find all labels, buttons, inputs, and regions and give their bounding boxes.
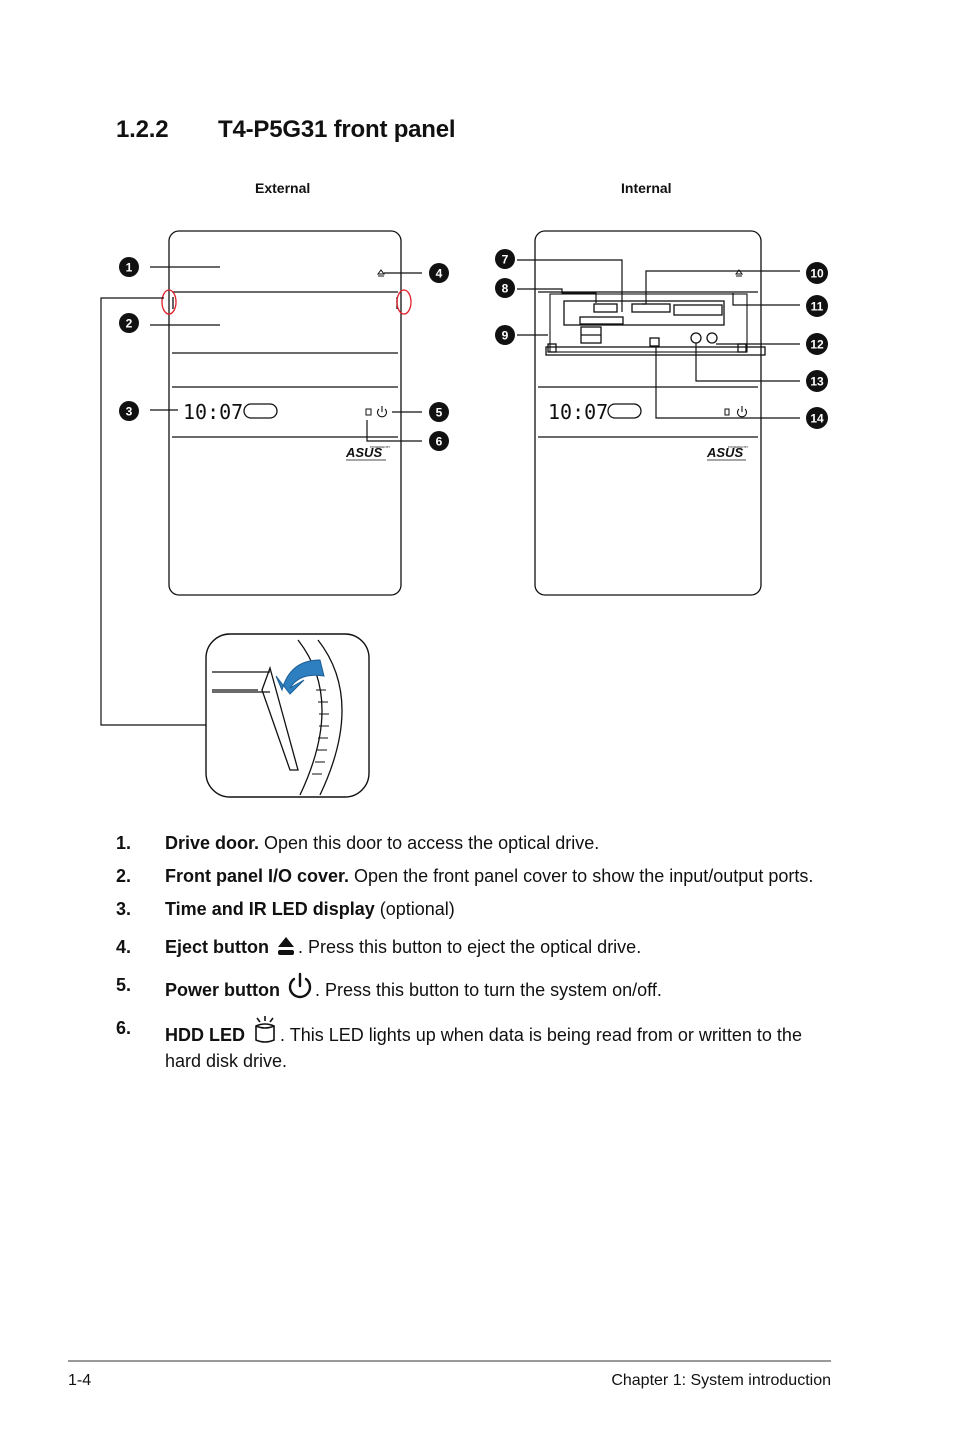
- external-chassis: ASUS POWERED BY: [161, 230, 412, 596]
- callout-3: 3: [119, 401, 139, 421]
- svg-text:2: 2: [126, 317, 133, 331]
- power-icon: [288, 972, 312, 999]
- callout-4: 4: [429, 263, 449, 283]
- svg-text:POWERED BY: POWERED BY: [370, 445, 390, 449]
- eject-icon: [278, 937, 295, 955]
- power-icon: [376, 406, 388, 418]
- door-release-left-marker: [161, 289, 177, 315]
- feature-list: 1. Drive door. Open this door to access …: [116, 830, 836, 1081]
- svg-text:12: 12: [810, 338, 824, 352]
- front-panel-diagram: ASUS POWERED BY 10:07: [100, 230, 828, 798]
- callout-1: 1: [119, 257, 139, 277]
- section-title: T4-P5G31 front panel: [218, 116, 456, 143]
- eject-icon: [377, 269, 385, 277]
- svg-text:10: 10: [810, 267, 824, 281]
- callout-6: 6: [429, 431, 449, 451]
- svg-text:6: 6: [436, 435, 443, 449]
- open-direction-arrow: [275, 659, 325, 695]
- footer-divider: [68, 1360, 831, 1362]
- svg-text:9: 9: [502, 329, 509, 343]
- callout-8: 8: [495, 278, 515, 298]
- list-item: 4. Eject button . Press this button to e…: [116, 937, 642, 957]
- svg-text:13: 13: [810, 375, 824, 389]
- callout-5: 5: [429, 402, 449, 422]
- internal-chassis: ASUS POWERED BY: [534, 230, 766, 596]
- callout-14: 14: [806, 407, 828, 429]
- hdd-led-icon: [365, 408, 372, 416]
- asus-logo: ASUS: [345, 445, 382, 460]
- callout-badges: 1 2 3 4 5 6 7 8 9 10 11 12 13 14: [119, 249, 828, 451]
- internal-time-display: 10:07: [548, 400, 608, 424]
- svg-text:11: 11: [811, 300, 824, 314]
- callout-10: 10: [806, 262, 828, 284]
- svg-text:7: 7: [502, 253, 509, 267]
- svg-text:3: 3: [126, 405, 133, 419]
- chapter-title: Chapter 1: System introduction: [611, 1372, 831, 1389]
- list-item: 3. Time and IR LED display (optional): [116, 899, 455, 919]
- svg-text:5: 5: [436, 406, 443, 420]
- page-number: 1-4: [68, 1372, 92, 1389]
- external-time-display: 10:07: [183, 400, 243, 424]
- hdd-led-icon: [255, 1016, 275, 1043]
- external-caption: External: [255, 180, 311, 196]
- leader-lines: [100, 259, 800, 726]
- callout-2: 2: [119, 313, 139, 333]
- callout-11: 11: [806, 295, 828, 317]
- list-item: 1. Drive door. Open this door to access …: [116, 833, 600, 853]
- callout-9: 9: [495, 325, 515, 345]
- section-number: 1.2.2: [116, 116, 169, 143]
- door-release-right-marker: [396, 289, 412, 315]
- svg-text:POWERED BY: POWERED BY: [728, 445, 748, 449]
- callout-12: 12: [806, 333, 828, 355]
- svg-text:14: 14: [810, 412, 824, 426]
- section-heading: 1.2.2 T4-P5G31 front panel: [116, 116, 456, 144]
- svg-text:1: 1: [126, 261, 133, 275]
- door-release-zoom: [205, 633, 370, 798]
- svg-text:8: 8: [502, 282, 509, 296]
- svg-text:4: 4: [436, 267, 443, 281]
- list-item: 5. Power button . Press this button to t…: [116, 972, 836, 1003]
- svg-text:ASUS: ASUS: [706, 445, 743, 460]
- internal-caption: Internal: [621, 180, 672, 196]
- callout-7: 7: [495, 249, 515, 269]
- list-item: 2. Front panel I/O cover. Open the front…: [116, 866, 814, 886]
- list-item: 6. HDD LED . This LED lights up when dat…: [116, 1015, 836, 1074]
- callout-13: 13: [806, 370, 828, 392]
